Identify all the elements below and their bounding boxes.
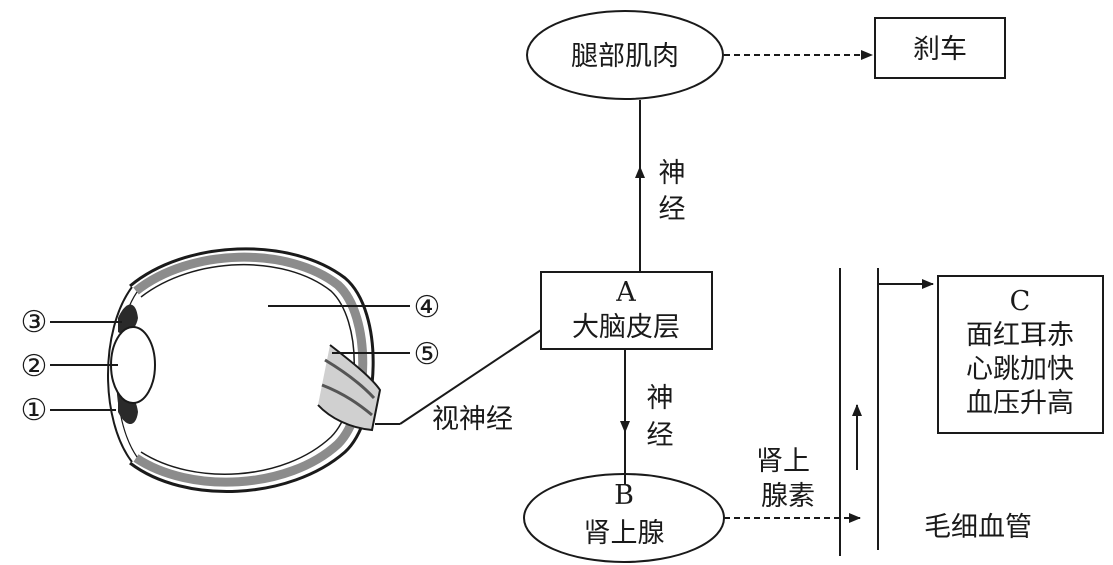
label-5: ⑤ [414, 337, 441, 372]
effects-letter: C [1010, 286, 1031, 317]
cortex-node [540, 271, 713, 350]
brake-node [874, 17, 1006, 79]
nerve-up-1: 神 [659, 158, 686, 189]
adrenal-letter: B [614, 480, 634, 511]
label-3: ③ [21, 305, 48, 340]
adrenal-name: 肾上腺 [584, 518, 665, 549]
leg-muscle-label: 腿部肌肉 [571, 41, 679, 72]
effects-line-2: 心跳加快 [966, 354, 1074, 385]
brake-label: 刹车 [913, 34, 967, 65]
cortex-name: 大脑皮层 [572, 312, 680, 343]
cornea [107, 286, 133, 463]
hormone-line-1: 肾上 [756, 446, 810, 477]
nerve-down-2: 经 [647, 420, 674, 451]
hormone-line-2: 腺素 [761, 481, 815, 512]
effects-line-3: 血压升高 [966, 388, 1074, 419]
cortex-letter: A [615, 277, 636, 308]
capillary-label: 毛细血管 [924, 512, 1032, 543]
effects-node [937, 275, 1104, 434]
eyeball [107, 247, 382, 493]
effects-line-1: 面红耳赤 [966, 320, 1074, 351]
nerve-up-2: 经 [659, 194, 686, 225]
label-2: ② [21, 349, 48, 384]
eye-leaders [50, 305, 542, 425]
label-4: ④ [414, 290, 441, 325]
optic-nerve-label: 视神经 [432, 404, 513, 435]
label-1: ① [21, 393, 48, 428]
eye-wall [129, 247, 375, 493]
nerve-down-1: 神 [647, 383, 674, 414]
leg-muscle-node [526, 10, 724, 100]
